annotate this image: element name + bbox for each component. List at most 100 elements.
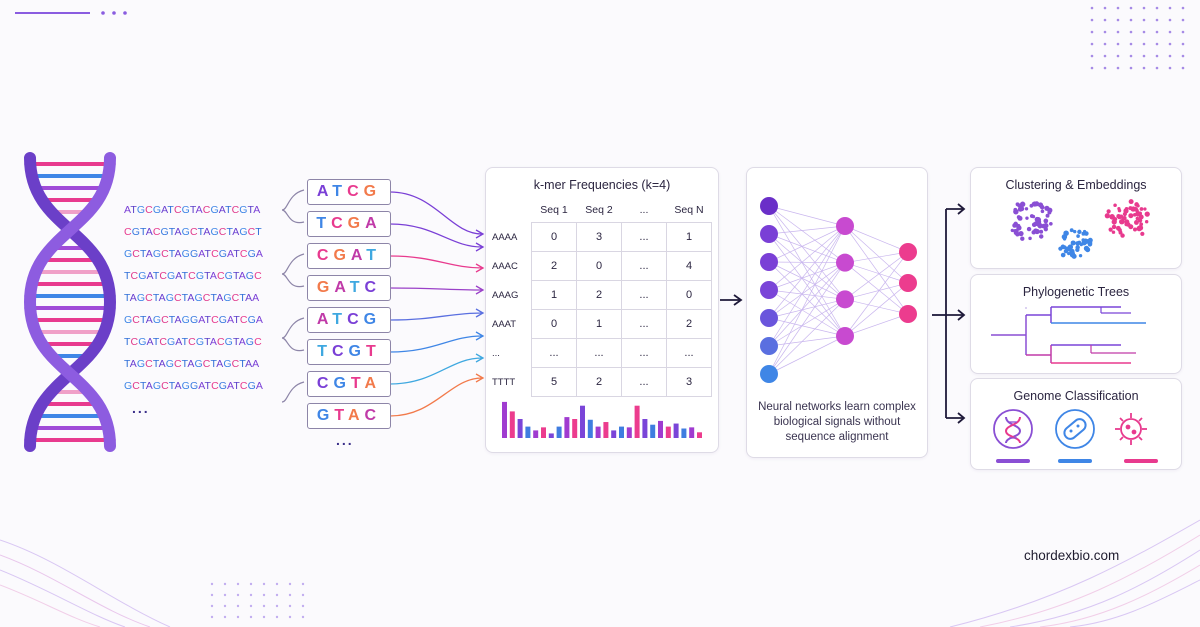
- nn-edge: [768, 289, 846, 300]
- histogram-bar: [681, 428, 687, 438]
- grid-dot: [1129, 30, 1133, 34]
- phylogenetic-title: Phylogenetic Trees: [1022, 285, 1130, 299]
- grid-dot: [249, 604, 253, 608]
- grid-dot: [1142, 66, 1146, 70]
- cluster-point: [1106, 209, 1111, 214]
- grid-dot: [301, 604, 305, 608]
- dot-grid-decoration: [1090, 6, 1185, 70]
- grid-dot: [301, 593, 305, 597]
- cluster-point: [1128, 199, 1134, 205]
- grid-dot: [1129, 42, 1133, 46]
- nn-input-node: [760, 281, 778, 299]
- nn-edge: [768, 205, 846, 300]
- cluster-point: [1144, 211, 1150, 217]
- histogram-bar: [595, 426, 601, 438]
- kmer-box: GTAC: [307, 403, 391, 429]
- grid-dot: [1155, 66, 1159, 70]
- kmer-box: ATCG: [307, 307, 391, 333]
- bracket-line: [281, 253, 305, 275]
- grid-dot: [236, 582, 240, 586]
- nn-edge: [768, 299, 846, 375]
- grid-dot: [275, 593, 279, 597]
- nn-edge: [768, 262, 846, 375]
- table-cell: ...: [621, 280, 667, 310]
- grid-dot: [210, 593, 214, 597]
- cluster-point: [1117, 206, 1121, 211]
- histogram-bar: [689, 427, 695, 438]
- cluster-point: [1034, 228, 1040, 235]
- nn-edge: [768, 233, 846, 337]
- cluster-point: [1067, 251, 1071, 256]
- grid-dot: [262, 593, 266, 597]
- histogram-bar: [525, 426, 531, 438]
- cluster-point: [1113, 203, 1117, 208]
- cluster-point: [1128, 224, 1134, 230]
- kmer-arrow: [389, 377, 483, 417]
- nn-edge: [768, 205, 846, 337]
- arrow-head: [475, 229, 485, 239]
- bracket-line: [281, 337, 305, 352]
- arrow-head: [475, 263, 485, 273]
- table-cell: 1: [666, 222, 712, 252]
- kmer-arrow: [389, 223, 483, 248]
- cluster-point: [1128, 206, 1133, 211]
- cluster-scatter-icon: [1010, 199, 1150, 259]
- row-label: ...: [492, 347, 500, 359]
- column-header: Seq 1: [540, 204, 568, 216]
- column-header: Seq N: [674, 204, 704, 216]
- grid-dot: [275, 604, 279, 608]
- phylogenetic-tree-icon: [991, 306, 1146, 364]
- nn-edge: [768, 262, 846, 347]
- virus-class-icon: [1115, 413, 1147, 445]
- cluster-point: [1133, 220, 1139, 225]
- sequence-line: TCGATCGATCGTACGTAGC: [124, 336, 262, 348]
- histogram-bar: [658, 420, 663, 438]
- bracket-line: [281, 209, 305, 224]
- table-cell: 2: [576, 280, 622, 310]
- cluster-point: [1012, 223, 1017, 228]
- cluster-point: [1120, 233, 1125, 238]
- kmer-box: CGAT: [307, 243, 391, 269]
- nn-hidden-node: [836, 290, 854, 309]
- table-cell: 1: [576, 309, 622, 339]
- cluster-point: [1075, 245, 1080, 250]
- cluster-point: [1070, 240, 1076, 246]
- cluster-point: [1119, 220, 1123, 224]
- cluster-point: [1139, 207, 1144, 211]
- grid-dot: [1168, 6, 1172, 10]
- cluster-point: [1134, 202, 1139, 207]
- grid-dot: [1181, 54, 1185, 58]
- kmer-arrow: [389, 312, 483, 321]
- nn-input-node: [760, 337, 778, 355]
- table-cell: ...: [531, 338, 577, 368]
- clustering-title: Clustering & Embeddings: [1005, 178, 1147, 192]
- histogram-bar: [509, 411, 515, 438]
- nn-hidden-node: [836, 327, 854, 345]
- grid-dot: [1116, 6, 1120, 10]
- grid-dot: [1181, 18, 1185, 22]
- cluster-point: [1060, 252, 1066, 258]
- histogram-bar: [665, 426, 671, 438]
- grid-dot: [1142, 30, 1146, 34]
- nn-edge: [844, 251, 909, 264]
- nn-hidden-node: [836, 217, 854, 235]
- grid-dot: [210, 604, 214, 608]
- grid-dot: [262, 615, 266, 619]
- genome-title: Genome Classification: [1013, 389, 1139, 403]
- histogram-bar: [642, 419, 648, 438]
- arrow-to-neural-net: [720, 294, 743, 306]
- nn-input-node: [760, 365, 778, 383]
- cluster-point: [1029, 203, 1034, 208]
- grid-dot: [1181, 42, 1185, 46]
- grid-dot: [1168, 66, 1172, 70]
- nn-edge: [768, 225, 846, 319]
- table-cell: 2: [576, 367, 622, 397]
- nn-edge: [768, 225, 846, 263]
- grid-dot: [301, 582, 305, 586]
- grid-dot: [236, 604, 240, 608]
- cluster-point: [1031, 214, 1036, 219]
- histogram-bar: [517, 419, 523, 438]
- footer-website[interactable]: chordexbio.com: [1024, 548, 1120, 563]
